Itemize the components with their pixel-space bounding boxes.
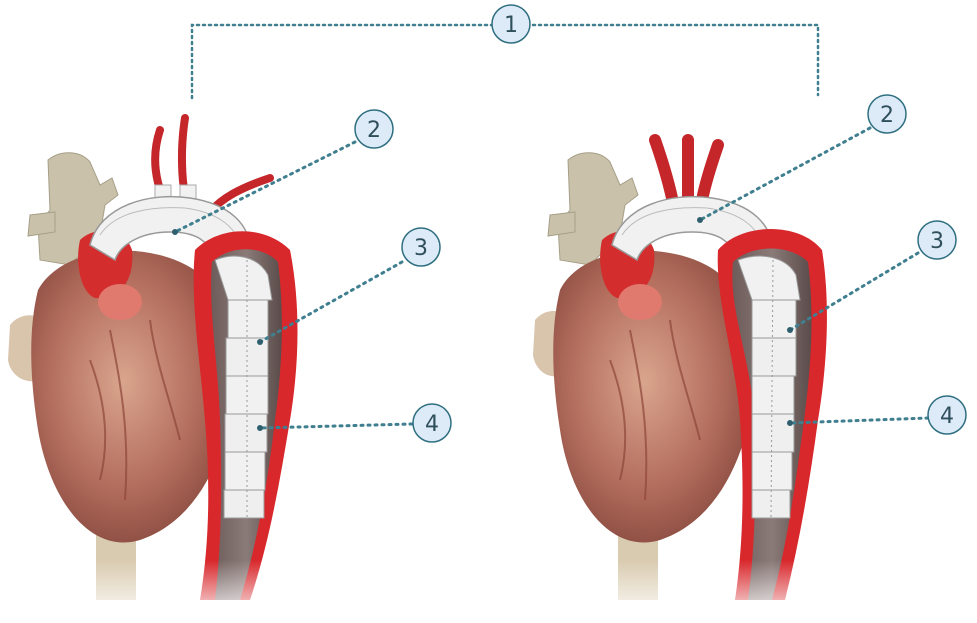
callout-right-3: 3 [918, 221, 956, 259]
svg-text:3: 3 [930, 229, 944, 254]
callout-left-4: 4 [413, 404, 451, 442]
callout-left-3: 3 [402, 228, 440, 266]
svg-text:2: 2 [880, 103, 894, 128]
svg-text:2: 2 [367, 118, 381, 143]
leader-left-2 [175, 142, 355, 232]
callout-right-4: 4 [928, 396, 966, 434]
leader-right-2 [700, 128, 870, 220]
right-heart-illustration [500, 140, 860, 623]
callout-right-2: 2 [868, 95, 906, 133]
callout-left-2: 2 [355, 110, 393, 148]
svg-text:4: 4 [940, 404, 954, 429]
svg-text:3: 3 [414, 236, 428, 261]
left-heart-illustration [0, 118, 320, 623]
svg-text:4: 4 [425, 412, 439, 437]
svg-text:1: 1 [504, 13, 518, 38]
callout-1: 1 [492, 5, 530, 43]
